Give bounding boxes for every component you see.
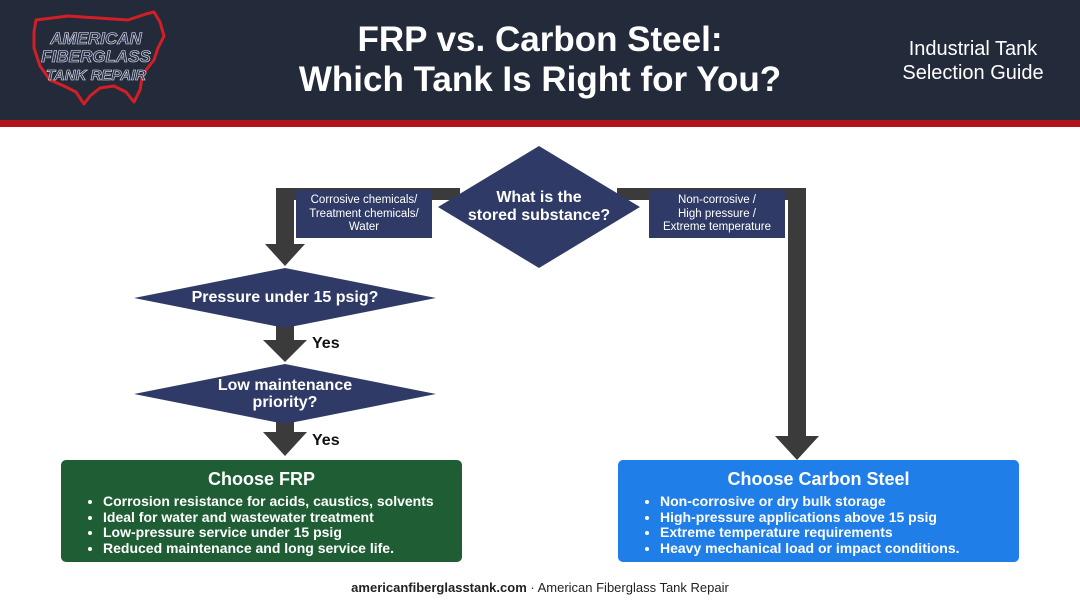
- list-item: Extreme temperature requirements: [660, 524, 1019, 541]
- branch-label-corrosive: Corrosive chemicals/ Treatment chemicals…: [296, 190, 432, 238]
- logo-line-1: AMERICAN: [49, 29, 142, 48]
- list-item: Non-corrosive or dry bulk storage: [660, 493, 1019, 510]
- list-item: Reduced maintenance and long service lif…: [103, 540, 462, 557]
- pressure-question: Pressure under 15 psig?: [191, 289, 379, 306]
- footer: americanfiberglasstank.com · American Fi…: [0, 580, 1080, 595]
- frp-result-list: Corrosion resistance for acids, caustics…: [61, 493, 462, 557]
- yes-label-1: Yes: [312, 335, 340, 352]
- connector-right-vertical: [788, 188, 806, 438]
- footer-domain-link[interactable]: americanfiberglasstank.com: [351, 580, 527, 595]
- maintenance-question-line-1: Low maintenance: [217, 377, 353, 394]
- arrowheads: [263, 244, 819, 460]
- arrow-down-icon: [263, 340, 307, 362]
- branch-label-line: Non-corrosive /: [678, 194, 756, 206]
- header-bar: [0, 0, 1080, 120]
- frp-result-box: Choose FRP Corrosion resistance for acid…: [61, 460, 462, 562]
- list-item: Low-pressure service under 15 psig: [103, 524, 462, 541]
- start-question-line-1: What is the: [496, 189, 582, 206]
- footer-company: American Fiberglass Tank Repair: [537, 580, 729, 595]
- subtitle-line-2: Selection Guide: [902, 62, 1044, 84]
- branch-label-line: High pressure /: [678, 207, 756, 220]
- logo-line-3: TANK REPAIR: [46, 67, 146, 84]
- logo-line-2: FIBERGLASS: [41, 47, 151, 66]
- decision-diamond-pressure: [134, 268, 436, 328]
- arrow-down-icon: [265, 244, 305, 266]
- footer-separator: ·: [526, 580, 538, 595]
- branch-label-line: Water: [348, 221, 380, 233]
- steel-result-title: Choose Carbon Steel: [727, 469, 910, 489]
- arrow-down-icon: [775, 436, 819, 460]
- usa-map-outline-icon: [32, 10, 166, 106]
- yes-label-2: Yes: [312, 432, 340, 449]
- list-item: Corrosion resistance for acids, caustics…: [103, 493, 462, 510]
- title-line-1: FRP vs. Carbon Steel:: [357, 20, 723, 59]
- list-item: Heavy mechanical load or impact conditio…: [660, 540, 1019, 557]
- header-accent-stripe: [0, 120, 1080, 127]
- branch-label-non-corrosive: Non-corrosive / High pressure / Extreme …: [649, 190, 785, 238]
- list-item: Ideal for water and wastewater treatment: [103, 509, 462, 526]
- decision-diamond-maintenance: [134, 364, 436, 424]
- start-question: What is the stored substance?: [454, 189, 624, 225]
- page-subtitle: Industrial Tank Selection Guide: [888, 37, 1058, 85]
- maintenance-question: Low maintenance priority?: [160, 377, 410, 411]
- subtitle-line-1: Industrial Tank: [908, 38, 1038, 60]
- branch-label-line: Treatment chemicals/: [309, 207, 419, 220]
- decision-diamond-start: [438, 146, 640, 268]
- connector-left-vertical: [276, 188, 294, 246]
- arrow-down-icon: [263, 432, 307, 456]
- page-title: FRP vs. Carbon Steel: Which Tank Is Righ…: [250, 20, 830, 100]
- connector-q1-q2: [276, 326, 294, 342]
- steel-result-list: Non-corrosive or dry bulk storage High-p…: [618, 493, 1019, 557]
- list-item: High-pressure applications above 15 psig: [660, 509, 1019, 526]
- branch-label-line: Extreme temperature: [662, 221, 771, 233]
- start-question-line-2: stored substance?: [467, 207, 611, 224]
- maintenance-question-line-2: priority?: [252, 394, 318, 411]
- branch-label-line: Corrosive chemicals/: [310, 194, 418, 206]
- steel-result-box: Choose Carbon Steel Non-corrosive or dry…: [618, 460, 1019, 562]
- company-logo: AMERICAN FIBERGLASS TANK REPAIR: [32, 10, 166, 106]
- frp-result-title: Choose FRP: [207, 469, 315, 489]
- title-line-2: Which Tank Is Right for You?: [298, 60, 782, 99]
